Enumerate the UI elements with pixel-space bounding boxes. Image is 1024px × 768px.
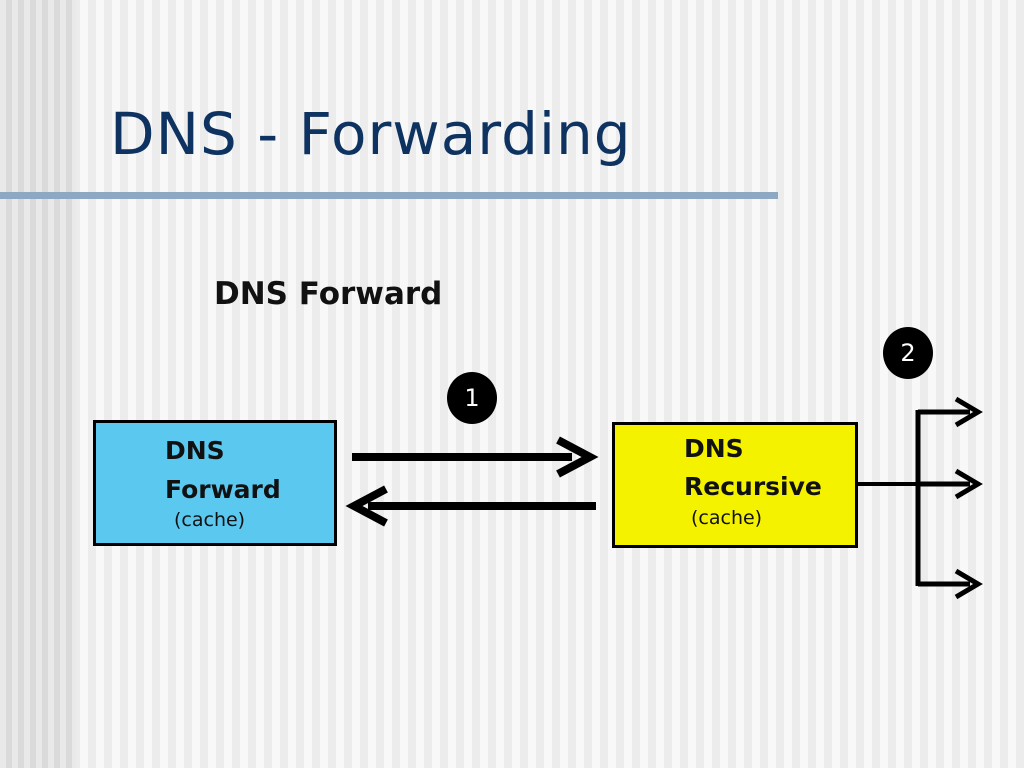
title-underline-rule <box>0 192 778 199</box>
fanout-arrow-top <box>918 396 983 428</box>
background-stripe-band <box>0 0 76 768</box>
dns-forward-label-line2: Forward <box>165 475 281 504</box>
step-2-badge: 2 <box>883 327 933 379</box>
dns-recursive-label-line2: Recursive <box>684 472 822 501</box>
dns-recursive-label-line1: DNS <box>684 434 744 463</box>
slide-title: DNS - Forwarding <box>110 100 632 168</box>
fanout-arrow-middle <box>918 468 983 500</box>
fanout-arrow-bottom <box>918 568 983 600</box>
dns-forward-label-line1: DNS <box>165 436 225 465</box>
dns-forward-box: DNS Forward (cache) <box>93 420 337 546</box>
diagram-title: DNS Forward <box>214 276 443 312</box>
dns-forward-cache-note: (cache) <box>174 509 246 531</box>
dns-recursive-cache-note: (cache) <box>691 507 763 529</box>
request-arrow <box>352 436 599 478</box>
fanout-arrows <box>858 396 983 600</box>
step-1-badge: 1 <box>447 372 497 424</box>
response-arrow <box>345 485 596 527</box>
dns-recursive-box: DNS Recursive (cache) <box>612 422 858 548</box>
